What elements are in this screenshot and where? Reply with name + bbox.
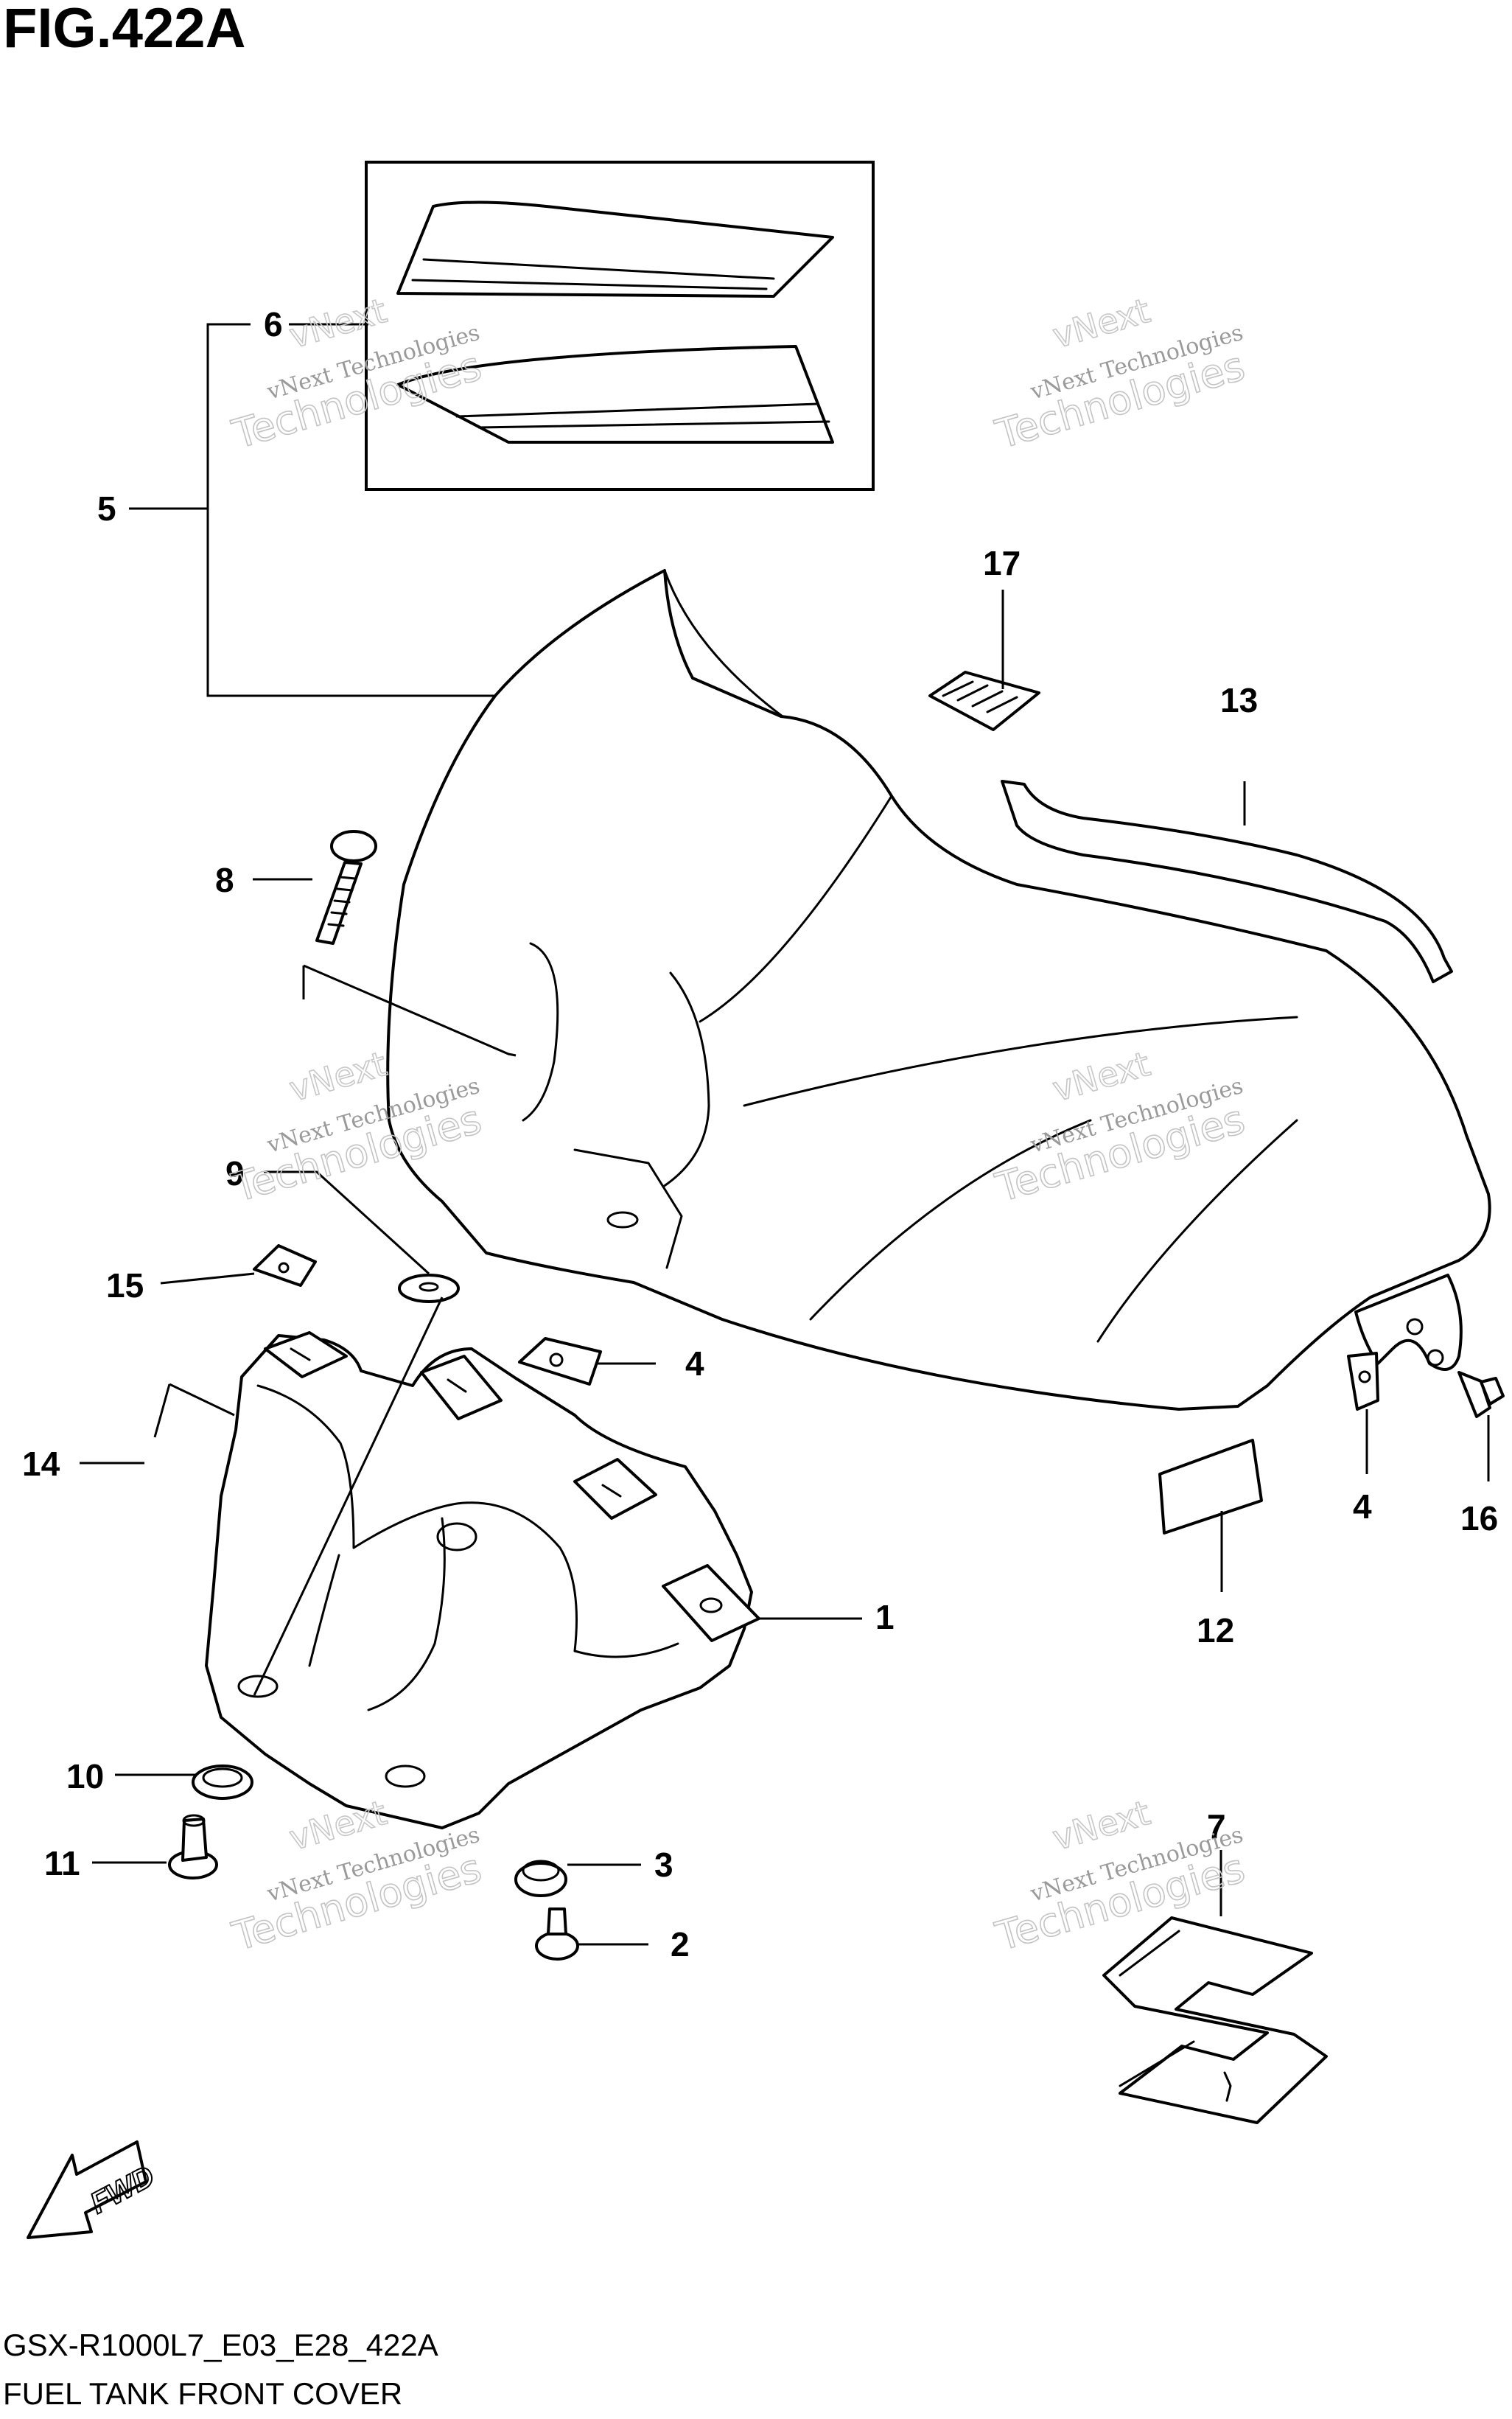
part-6-decal-set[interactable] [365,161,875,491]
callout-12[interactable]: 12 [1197,1611,1234,1650]
callout-13[interactable]: 13 [1220,681,1258,719]
callout-5[interactable]: 5 [97,489,116,528]
watermark-top-right: vNext vNext Technologies Technologies [990,290,1250,458]
callout-3[interactable]: 3 [654,1846,673,1884]
callout-15[interactable]: 15 [106,1266,144,1305]
fwd-arrow-icon: FWD [27,2140,161,2239]
part-15-clip[interactable] [253,1244,317,1287]
callout-1[interactable]: 1 [875,1598,895,1636]
callout-4-lower[interactable]: 4 [1353,1487,1372,1526]
watermark-vnext: vNext [285,290,391,356]
part-2-bolt[interactable] [535,1907,579,1961]
callout-16[interactable]: 16 [1460,1499,1498,1537]
callout-17[interactable]: 17 [983,544,1021,582]
part-13-side-strip[interactable] [1001,780,1453,983]
part-5-cover-assembly-bracket [129,323,495,697]
callout-7[interactable]: 7 [1207,1807,1226,1846]
part-11-collar[interactable] [168,1814,218,1879]
figure-code: GSX-R1000L7_E03_E28_422A [3,2328,438,2362]
part-4-nut-lower[interactable] [1347,1352,1379,1411]
callout-4-upper[interactable]: 4 [685,1344,704,1383]
part-9-washer[interactable] [398,1274,460,1303]
callout-6[interactable]: 6 [264,305,283,343]
callout-2[interactable]: 2 [671,1925,690,1964]
leader-lines [80,323,1490,1946]
part-5-fuel-tank-front-cover[interactable] [386,569,1491,1411]
part-1-lower-cover[interactable] [205,1331,760,1829]
callout-labels: 1 2 3 4 4 5 6 7 8 9 10 11 12 13 14 15 16… [22,305,1498,1964]
part-16-push-rivet[interactable] [1457,1371,1505,1418]
part-12-cushion-pad[interactable] [1158,1439,1263,1535]
watermark-vnext: vNext [285,1044,391,1109]
watermark-vnext: vNext [1049,1793,1155,1858]
callout-9[interactable]: 9 [225,1154,245,1193]
part-7-emblem[interactable] [1102,1916,1328,2124]
callout-11[interactable]: 11 [44,1844,80,1882]
figure-title: FIG.422A [3,0,245,60]
part-17-pad[interactable] [928,671,1040,731]
part-10-grommet[interactable] [192,1764,253,1800]
watermark-top-left: vNext vNext Technologies Technologies [226,290,486,458]
callout-14[interactable]: 14 [22,1445,60,1483]
part-3-grommet[interactable] [514,1860,567,1897]
figure-caption: FUEL TANK FRONT COVER [3,2376,402,2411]
callout-8[interactable]: 8 [215,861,234,899]
callout-10[interactable]: 10 [66,1757,104,1795]
part-8-bolt[interactable] [315,830,377,945]
part-4-nut-upper[interactable] [518,1337,602,1386]
watermark-vnext: vNext [1049,290,1155,356]
